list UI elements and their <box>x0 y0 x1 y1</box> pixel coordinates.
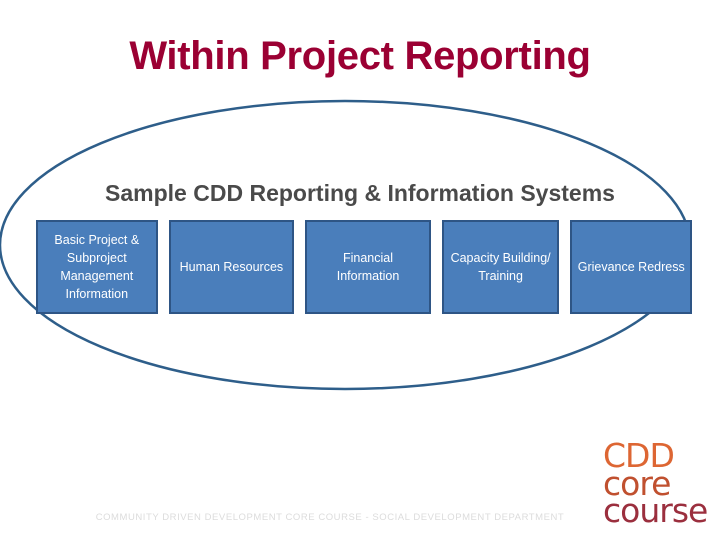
system-box-human-resources[interactable]: Human Resources <box>168 220 295 314</box>
system-box-basic-project-info[interactable]: Basic Project & Subproject Management In… <box>36 220 158 314</box>
system-box-label: Human Resources <box>179 259 284 274</box>
system-box-grievance-redress[interactable]: Grievance Redress <box>570 220 693 314</box>
system-box-financial-information[interactable]: Financial Information <box>305 220 431 314</box>
logo-line-core: core <box>603 463 671 503</box>
subtitle-heading: Sample CDD Reporting & Information Syste… <box>105 180 615 206</box>
logo-line-cdd: CDD <box>603 436 675 475</box>
page-title: Within Project Reporting <box>129 34 591 78</box>
reporting-systems-row: Basic Project & Subproject Management In… <box>36 220 693 314</box>
system-box-label: Financial Information <box>336 250 400 283</box>
system-box-capacity-building-training[interactable]: Capacity Building/ Training <box>441 220 560 314</box>
footer-course-label: COMMUNITY DRIVEN DEVELOPMENT CORE COURSE… <box>95 512 565 523</box>
system-box-label: Basic Project & Subproject Management In… <box>54 232 140 302</box>
system-box-label: Capacity Building/ Training <box>450 250 551 283</box>
logo-line-course: course <box>603 491 708 531</box>
system-box-label: Grievance Redress <box>577 259 685 274</box>
cdd-core-course-logo: CDD core course <box>603 436 708 531</box>
